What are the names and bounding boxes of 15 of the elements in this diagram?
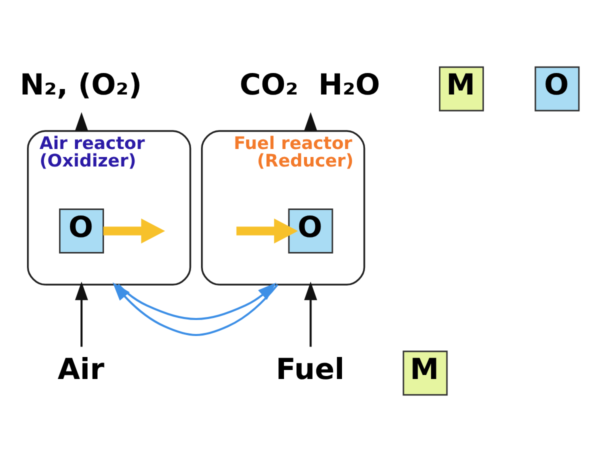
arrow [304,282,318,347]
node-text: Fuel [276,352,344,386]
node-box: O [59,208,104,254]
node-text: N₂, (O₂) [20,68,142,102]
arrow [112,282,278,336]
node-text: CO₂ H₂O [240,68,380,102]
arrow [236,218,298,244]
arrow [75,282,88,347]
node-box: M [438,66,484,112]
node-box: O [288,208,334,254]
arrow [103,218,166,244]
node-text: Air [58,352,104,386]
node-box: O [534,66,580,112]
node-box: M [402,350,448,396]
arrow [117,282,276,320]
